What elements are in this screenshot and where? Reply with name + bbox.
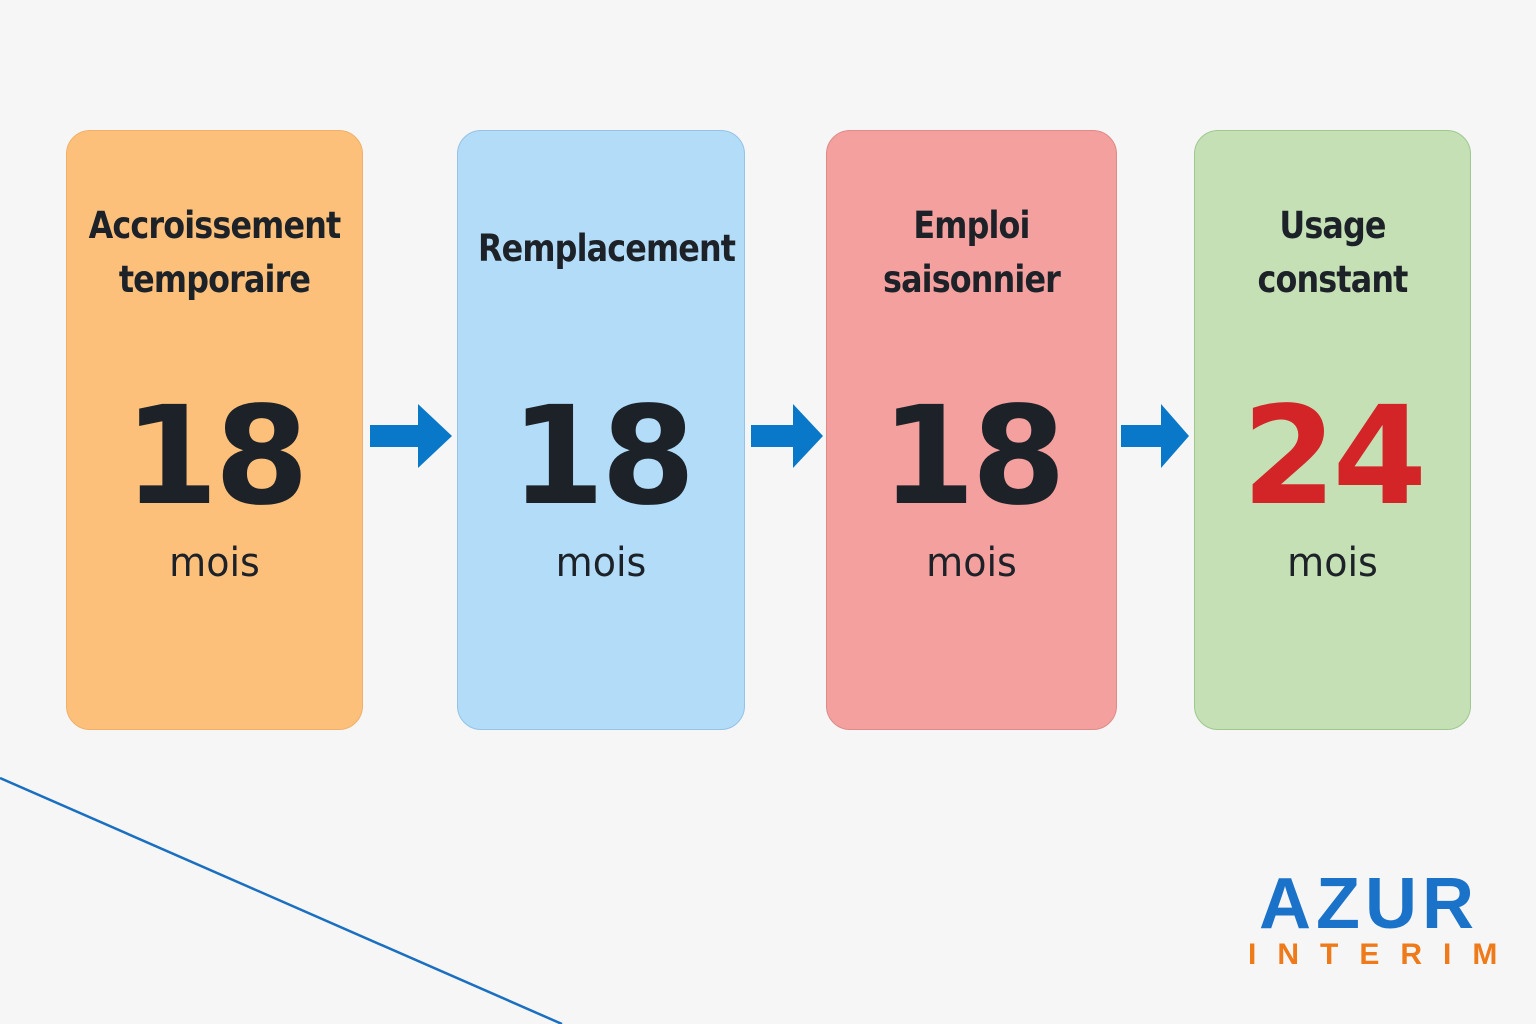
card-duration-value: 18 [880, 378, 1066, 536]
logo-wordmark-interim: INTERIM [1248, 938, 1519, 971]
card-duration-unit: mois [1287, 540, 1378, 586]
card-emploi-saisonnier: Emploi saisonnier 18 mois [826, 130, 1117, 730]
card-duration-unit: mois [926, 540, 1017, 586]
card-accroissement-temporaire: Accroissement temporaire 18 mois [66, 130, 363, 730]
arrow-right-icon [370, 404, 452, 468]
card-duration-value: 18 [123, 378, 309, 536]
azur-interim-logo: AZUR INTERIM [1238, 868, 1500, 972]
arrow-right-icon [751, 404, 823, 468]
card-title: Accroissement temporaire [88, 204, 342, 301]
arrow-right-icon [1121, 404, 1189, 468]
card-duration-value: 18 [510, 378, 695, 536]
logo-wordmark-azur: AZUR [1259, 864, 1479, 944]
card-title: Usage constant [1257, 204, 1409, 301]
card-duration-unit: mois [555, 540, 647, 586]
card-remplacement: Remplacement 18 mois [457, 130, 745, 730]
card-usage-constant: Usage constant 24 mois [1194, 130, 1471, 730]
card-title: Remplacement [478, 227, 736, 270]
card-duration-unit: mois [169, 540, 260, 586]
card-title: Emploi saisonnier [882, 204, 1061, 301]
card-duration-value: 24 [1241, 378, 1427, 536]
